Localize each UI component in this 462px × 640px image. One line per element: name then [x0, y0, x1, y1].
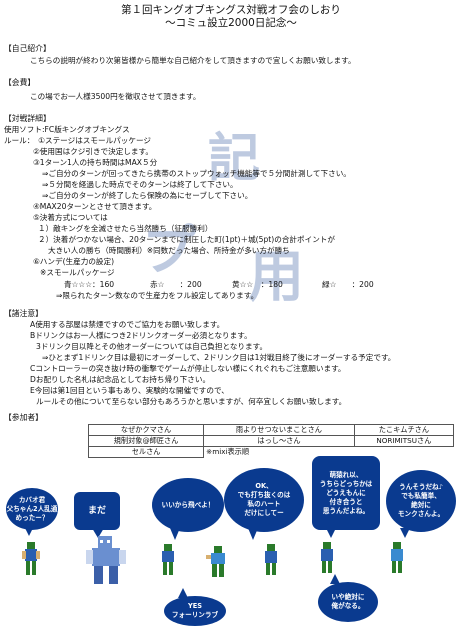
note-line: E今回は第1回目という事もあり、実験的な開催ですので、: [30, 386, 229, 395]
intro-heading: 【自己紹介】: [4, 44, 51, 53]
participants-table: なぜかクマさん 雨よりせつないまことさん たこキムチさん 規制対象@師匠さん は…: [87, 424, 455, 458]
handicap-red: 赤☆ ：200: [150, 280, 202, 289]
monk-sprite-icon: [265, 544, 277, 575]
mage-sprite-icon: [391, 542, 403, 573]
intro-body: こちらの説明が終わり次第皆様から簡単な自己紹介をして頂きますので宜しくお願い致し…: [30, 56, 356, 65]
speech-bubble: YES フォーリンラブ: [164, 596, 226, 626]
match-line: ⇒ご自分のターンが終了したら保険の為にセーブして下さい。: [42, 191, 253, 200]
speech-bubble: 萌猿れ以、 うちらどっちかは どうえもんに 付き合うと 思うんだよね。: [312, 456, 380, 530]
match-line: ⇒ご自分のターンが回ってきたら携帯のストップウォッチ機能等で５分間計測して下さい…: [42, 169, 351, 178]
handicap-yellow: 黄☆☆ ：180: [232, 280, 283, 289]
participant-cell: セルさん: [87, 446, 205, 458]
note-line: Cコントローラーの突き抜け時の衝撃でゲームが停止しない様にくれぐれもご注意願いま…: [30, 364, 346, 373]
bubble-tail: [92, 528, 104, 538]
knight-sprite-icon: [22, 542, 40, 575]
watermark-char: 用: [248, 245, 304, 310]
note-line: Dお配りした名札は記念品としてお持ち帰り下さい。: [30, 375, 211, 384]
speech-bubble: カバオ君 父ちゃん2人乱通 めったー？: [6, 488, 58, 530]
match-heading: 【対戦詳細】: [4, 114, 51, 123]
table-row: セルさん ※mixi表示順: [87, 446, 454, 458]
match-line: ④MAX20ターンとさせて頂きます。: [33, 202, 157, 211]
participant-cell: 雨よりせつないまことさん: [203, 424, 355, 436]
participant-cell: 規制対象@師匠さん: [87, 435, 205, 447]
match-line: ⇒５分間を経過した時点でそのターンは終了して下さい。: [42, 180, 238, 189]
participants-heading: 【参加者】: [4, 413, 43, 422]
match-line: １）敵キングを全滅させたら当然勝ち（征服勝利）: [38, 224, 213, 233]
match-soft: 使用ソフト:FC版キングオブキングス: [4, 125, 130, 134]
giant-sprite-icon: [86, 536, 126, 584]
speech-bubble: OK、 でも打ち抜くのは 私のハート だけにしてー: [224, 468, 304, 532]
bubble-tail: [400, 528, 410, 538]
speech-bubble: うんそうだね♪ でも私簡単、 絶対に モンクさんよ。: [386, 470, 456, 532]
archer-sprite-icon: [206, 546, 225, 577]
bubble-tail: [248, 528, 258, 540]
note-line: Bドリンクはお一人様につき2ドリンクオーダー必須となります。: [30, 331, 252, 340]
handicap-blue: 青☆☆☆：160: [64, 280, 115, 289]
match-line: ２）決着がつかない場合、20ターンまでに制圧した町(1pt)＋城(5pt)の合計…: [38, 235, 335, 244]
notes-heading: 【諸注意】: [4, 309, 43, 318]
bubble-tail: [330, 574, 340, 584]
handicap-green: 緑☆ ：200: [322, 280, 374, 289]
note-line: ⇒ひとまず1ドリンク目は最初にオーダーして、2ドリンク目は1対戦目終了後にオーダ…: [42, 353, 396, 362]
note-line: A使用する部屋は禁煙ですのでご協力をお願い致します。: [30, 320, 225, 329]
match-line: ルール： ①ステージはスモールパッケージ: [4, 136, 151, 145]
doc-subtitle: 〜コミュ設立2000日記念〜: [165, 17, 297, 29]
match-line: 大きい人の勝ち（時間勝利）※同数だった場合、所持金が多い方が勝ち: [48, 246, 290, 255]
table-row: 規制対象@師匠さん はっし〜さん NORIMITSUさん: [87, 435, 455, 447]
bubble-tail: [178, 588, 188, 598]
doc-title: 第１回キングオブキングス対戦オフ会のしおり: [121, 4, 341, 16]
soldier-sprite-icon: [162, 544, 174, 575]
speech-bubble: まだ: [74, 492, 120, 530]
bubble-tail: [326, 528, 336, 538]
wizard-sprite-icon: [321, 542, 333, 573]
participant-cell: はっし〜さん: [203, 435, 355, 447]
match-line: ③1ターン1人の持ち時間はMAX５分: [33, 158, 158, 167]
note-line: ルールその他について至らない部分もあろうかと思いますが、何卒宜しくお願い致します…: [36, 397, 347, 406]
watermark-char: プ: [142, 219, 196, 282]
fee-body: この場でお一人様3500円を徴収させて頂きます。: [30, 92, 201, 101]
note-line: 3ドリンク目以降とその他オーダーについては自己負担となります。: [36, 342, 268, 351]
bubble-tail: [24, 526, 34, 536]
watermark-char: 記: [208, 129, 261, 189]
table-row: なぜかクマさん 雨よりせつないまことさん たこキムチさん: [87, 424, 455, 436]
match-line: ②使用国はクジ引きで決定します。: [33, 147, 153, 156]
fee-heading: 【会費】: [4, 78, 36, 87]
participant-cell: NORIMITSUさん: [353, 435, 455, 447]
participant-cell: たこキムチさん: [353, 424, 455, 436]
match-line: ※スモールパッケージ: [40, 268, 115, 277]
bubble-tail: [170, 528, 180, 540]
participant-cell: なぜかクマさん: [87, 424, 205, 436]
match-line: ⑥ハンデ(生産力の設定): [33, 257, 115, 266]
match-line: ⑤決着方式については: [33, 213, 108, 222]
speech-bubble: いや絶対に 俺がなる。: [318, 582, 378, 622]
match-last: ⇒限られたターン数なので生産力をフル設定してあります。: [56, 291, 259, 300]
table-note: ※mixi表示順: [206, 447, 250, 457]
speech-bubble: いいから飛べよ！: [152, 478, 224, 532]
